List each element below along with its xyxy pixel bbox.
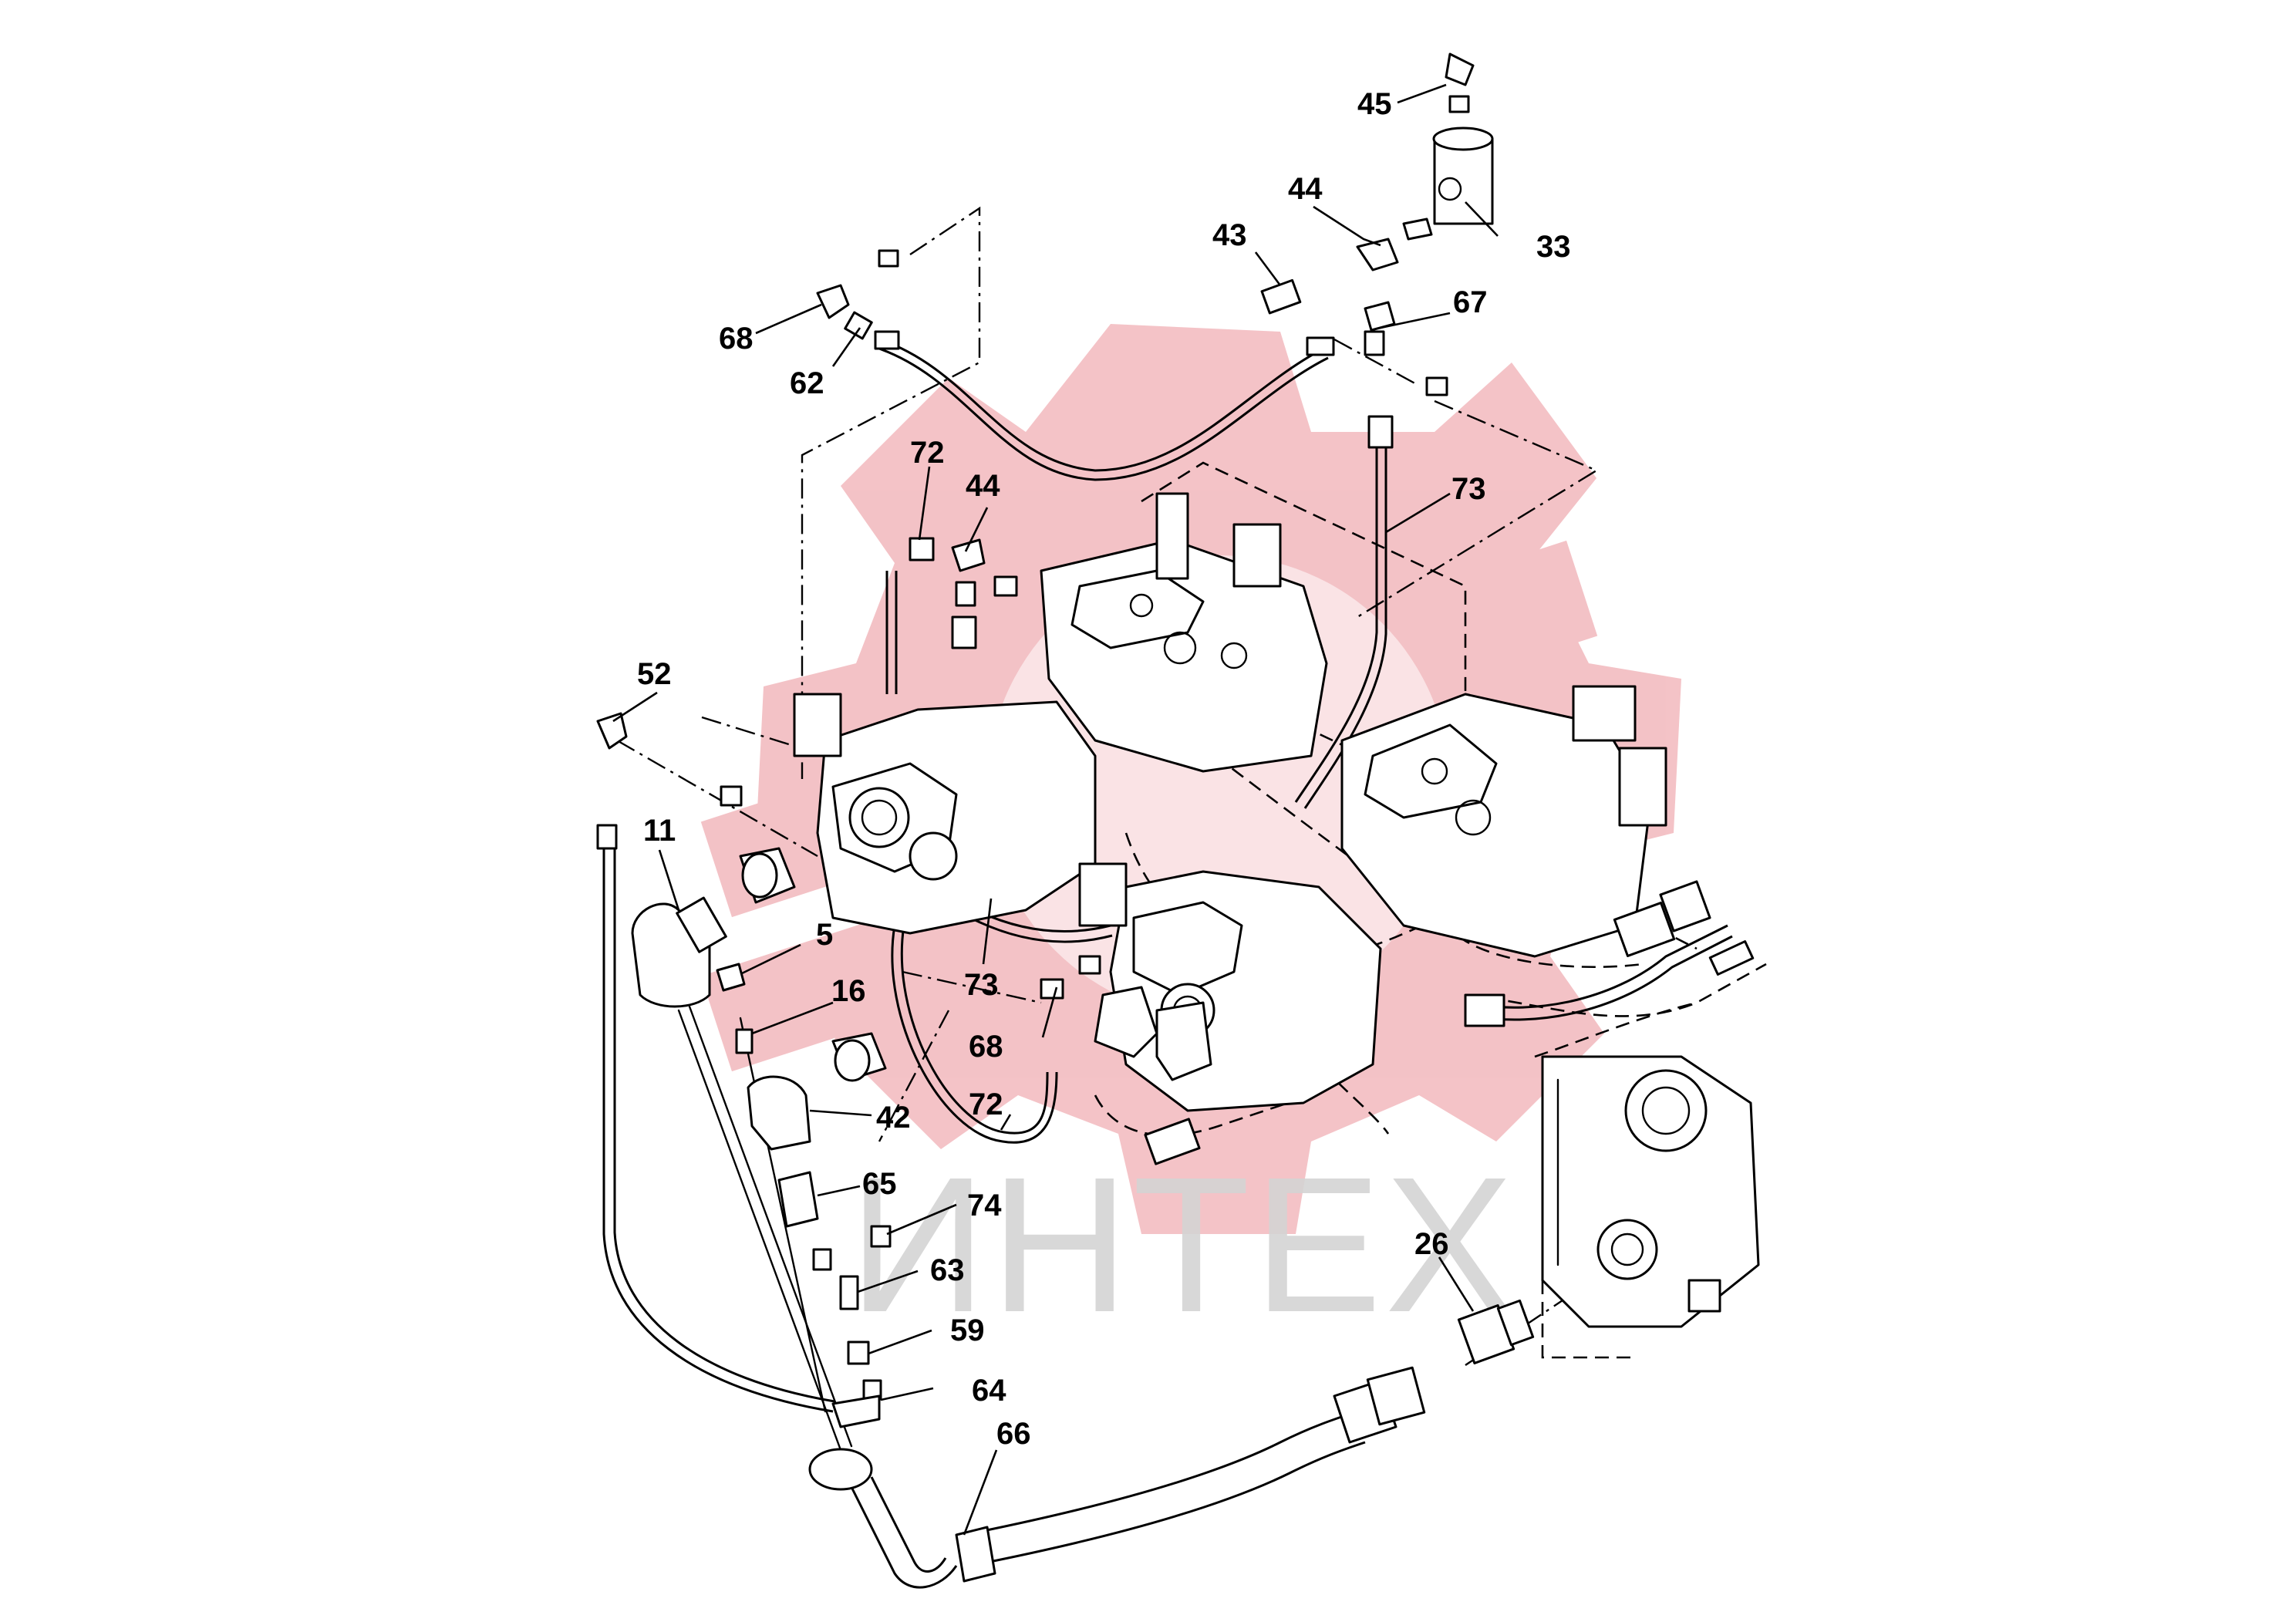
callout-66: 66 (996, 1417, 1031, 1451)
callout-44-mid: 44 (966, 469, 1000, 503)
part-72-44-fittings-upper (909, 537, 1018, 649)
callout-68-top: 68 (719, 322, 754, 356)
pump-assembly-right (1340, 685, 1667, 958)
adapter-housing (1541, 1055, 1760, 1328)
callout-73-left: 73 (964, 968, 999, 1002)
callout-65: 65 (862, 1167, 897, 1201)
callout-64: 64 (972, 1374, 1006, 1408)
part-11-elbow (631, 847, 796, 1008)
pump-assembly-left (793, 693, 1097, 935)
part-5-16-42-65-chain (716, 963, 892, 1428)
leader-lines (612, 83, 1499, 1536)
part-43-44-67-fittings (1260, 218, 1448, 449)
callout-44-top: 44 (1288, 172, 1323, 206)
callout-72-top: 72 (910, 436, 945, 470)
pump-assembly-upper (1040, 492, 1328, 773)
part-26-fitting (1457, 1299, 1535, 1364)
callout-73-right: 73 (1451, 472, 1486, 506)
phantom-lines (616, 206, 1628, 1366)
callout-59: 59 (950, 1313, 985, 1347)
part-66-hose-fittings (808, 1366, 1426, 1583)
callout-52: 52 (637, 657, 672, 691)
callout-11: 11 (643, 814, 676, 848)
callout-45: 45 (1357, 87, 1392, 121)
callout-33: 33 (1536, 230, 1571, 264)
callout-62: 62 (790, 366, 824, 400)
part-33-block (1432, 52, 1494, 225)
callout-72-mid: 72 (969, 1088, 1003, 1121)
callout-63: 63 (930, 1253, 965, 1287)
callout-5: 5 (816, 918, 833, 952)
callout-16: 16 (831, 974, 866, 1008)
callout-67: 67 (1453, 285, 1488, 319)
lower-connectors (1040, 880, 1755, 1165)
callout-42: 42 (876, 1101, 911, 1135)
callout-43: 43 (1212, 218, 1247, 252)
callout-68-mid: 68 (969, 1030, 1003, 1064)
callout-26: 26 (1414, 1227, 1449, 1261)
callout-labels: 45 44 33 43 67 68 62 72 44 73 52 11 5 16… (637, 87, 1571, 1451)
watermark-text: ИНТЕХ (848, 1137, 1516, 1352)
part-52-elbow (596, 712, 743, 850)
callout-74: 74 (967, 1189, 1002, 1222)
part-68-62-elbow (816, 249, 1335, 356)
